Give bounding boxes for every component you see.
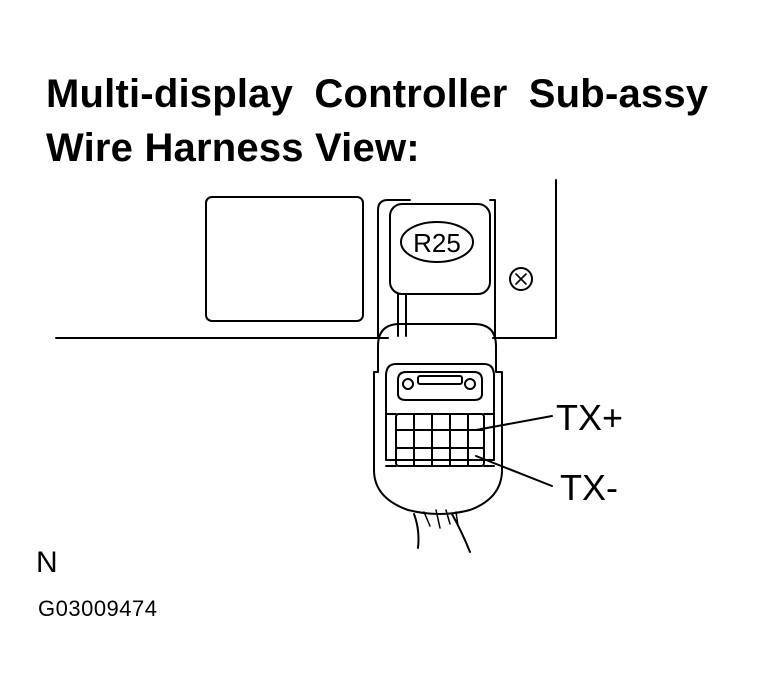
latch-stub	[397, 293, 407, 337]
leader-line-tx-plus	[475, 415, 553, 431]
wire-bundle-left	[413, 513, 420, 549]
connector-code-badge	[400, 221, 474, 263]
terminal-side-rails	[385, 413, 495, 467]
pin-label-tx-minus: TX-	[560, 467, 618, 508]
connector-code-label: R25	[413, 228, 461, 258]
screw-cross	[515, 273, 527, 285]
harness-connector-inner	[385, 363, 495, 461]
wire-bundle-right	[451, 513, 471, 553]
controller-body-outline	[492, 179, 557, 339]
diagram-title-line-1: Multi-display Controller Sub-assy	[46, 72, 709, 116]
wire-strands	[423, 509, 459, 529]
leader-line-tx-minus	[475, 455, 553, 487]
pin-label-tx-plus: TX+	[556, 397, 623, 438]
figure-id: G03009474	[38, 596, 158, 621]
latch-hole-left	[402, 378, 414, 390]
latch-tab	[417, 375, 463, 385]
terminal-grid-lines	[395, 413, 485, 467]
view-letter: N	[36, 546, 58, 579]
connector-latch	[397, 371, 483, 401]
harness-connector-body	[373, 323, 503, 515]
connector-recess	[377, 199, 411, 339]
connector-housing	[389, 203, 491, 295]
diagram-title-line-2: Wire Harness View:	[46, 126, 420, 170]
screw-icon	[509, 267, 533, 291]
latch-hole-right	[464, 378, 476, 390]
controller-window	[205, 196, 364, 322]
terminal-block	[395, 413, 485, 467]
connector-recess-right	[489, 199, 496, 339]
